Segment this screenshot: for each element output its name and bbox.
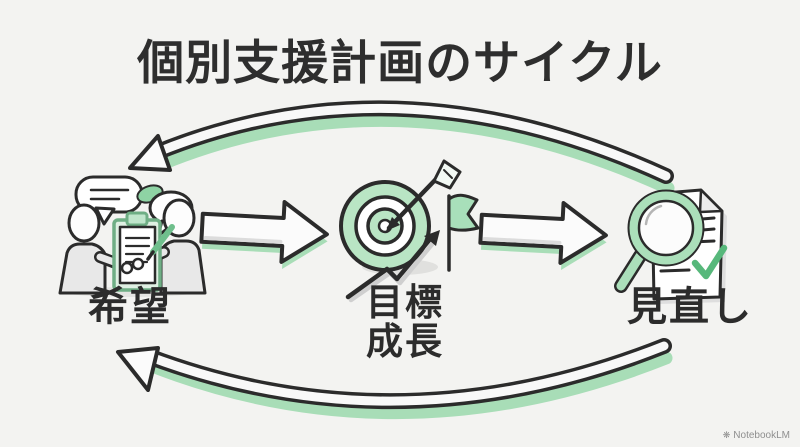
watermark-label: NotebookLM bbox=[733, 430, 790, 441]
top-arrowhead bbox=[128, 134, 172, 172]
step-label-goal-line1: 目標 bbox=[366, 282, 444, 323]
pen-icon bbox=[120, 224, 175, 275]
step-label-review: 見直し bbox=[627, 285, 753, 329]
bottom-return-arrow bbox=[116, 338, 673, 419]
step-label-hope: 希望 bbox=[88, 285, 172, 329]
flow-arrow-1 bbox=[199, 200, 329, 269]
checkmark-icon bbox=[691, 244, 728, 280]
bottom-arrowhead bbox=[116, 346, 160, 392]
flow-arrow-2 bbox=[478, 201, 608, 270]
top-return-arrow bbox=[128, 100, 675, 195]
step-label-goal: 目標 成長 bbox=[305, 282, 505, 362]
magnifier-icon bbox=[614, 189, 705, 293]
step-label-goal-line2: 成長 bbox=[366, 320, 444, 362]
notebooklm-logo-icon: ❋ bbox=[722, 430, 731, 440]
flag-icon bbox=[447, 193, 480, 272]
target-flag-growth-icon bbox=[339, 159, 480, 303]
watermark: ❋ NotebookLM bbox=[723, 430, 790, 441]
consultation-people-icon bbox=[58, 175, 207, 297]
page-title: 個別支援計画のサイクル bbox=[137, 36, 663, 89]
dart-icon bbox=[386, 159, 462, 231]
magnifier-document-icon bbox=[614, 188, 728, 304]
growth-arrow-icon bbox=[345, 230, 440, 303]
